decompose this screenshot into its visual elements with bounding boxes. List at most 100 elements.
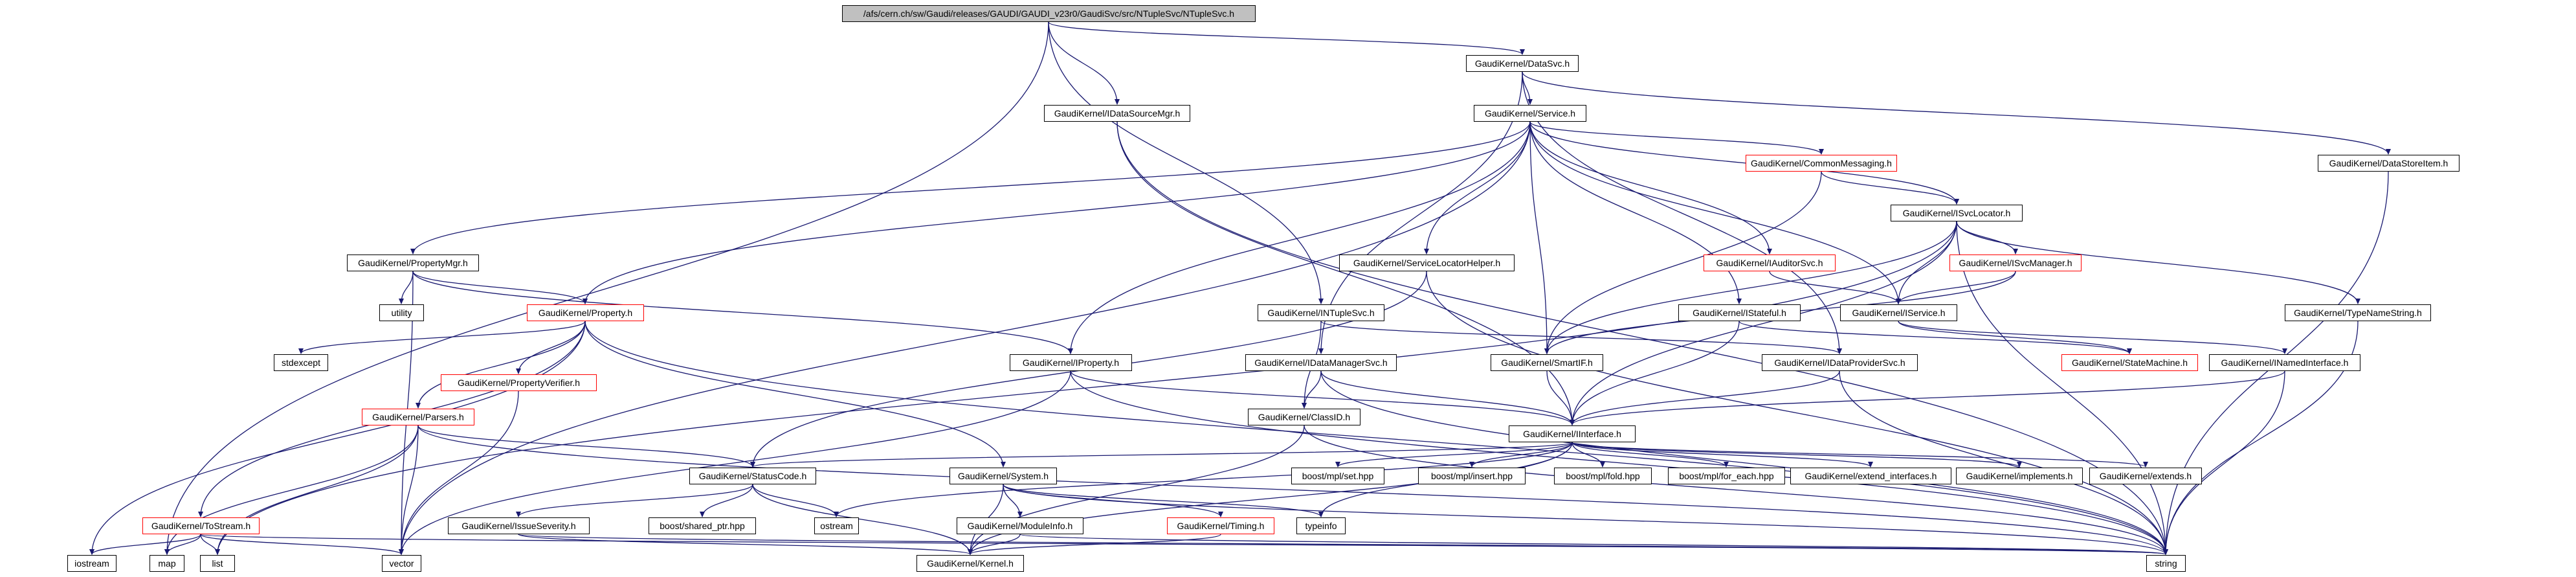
graph-edge-iproperty--iinterface — [1070, 370, 1575, 425]
graph-node-timing[interactable]: GaudiKernel/Timing.h — [1167, 517, 1274, 534]
graph-edge-main--intuplesvc — [1048, 21, 1324, 304]
graph-edge-servicelocatorhelper--string — [1426, 271, 2168, 555]
graph-edge-parsers--statuscode — [417, 425, 755, 468]
graph-node-idatasourcemgr[interactable]: GaudiKernel/IDataSourceMgr.h — [1044, 105, 1190, 122]
graph-edge-service--iproperty — [1068, 121, 1531, 354]
graph-edge-iservice--statemachine — [1898, 321, 2132, 354]
graph-node-extends[interactable]: GaudiKernel/extends.h — [2089, 468, 2202, 484]
graph-node-typenamestring[interactable]: GaudiKernel/TypeNameString.h — [2285, 304, 2431, 321]
graph-edge-iproperty--vector — [399, 370, 1071, 555]
graph-edge-service--servicelocatorhelper — [1424, 121, 1531, 255]
graph-edge-iproperty--string — [1070, 370, 2168, 555]
graph-edge-service--iauditorsvc — [1529, 121, 1772, 255]
graph-node-iservice[interactable]: GaudiKernel/IService.h — [1840, 304, 1957, 321]
graph-edge-classid--string — [1304, 425, 2168, 555]
graph-edge-system--moduleinfo — [1003, 484, 1023, 517]
graph-node-smartif[interactable]: GaudiKernel/SmartIF.h — [1491, 354, 1603, 371]
graph-edge-iinterface--mplforeach — [1571, 442, 1729, 468]
graph-node-propertymgr[interactable]: GaudiKernel/PropertyMgr.h — [347, 255, 479, 271]
graph-edge-service--smartif — [1529, 121, 1549, 354]
graph-edge-idatamanagersvc--classid — [1302, 370, 1322, 409]
graph-node-statuscode[interactable]: GaudiKernel/StatusCode.h — [689, 468, 816, 484]
graph-edge-moduleinfo--string — [1019, 534, 2168, 555]
graph-edge-commonmessaging--smartif — [1544, 171, 1822, 354]
graph-node-issueseverity[interactable]: GaudiKernel/IssueSeverity.h — [448, 517, 590, 534]
graph-edge-system--typeinfo — [1003, 484, 1324, 517]
graph-edge-isvclocator--iservice — [1896, 221, 1957, 304]
graph-edge-statuscode--sharedptr — [700, 484, 753, 517]
graph-edge-timing--kernel — [968, 534, 1221, 555]
graph-node-iproperty[interactable]: GaudiKernel/IProperty.h — [1010, 354, 1132, 371]
graph-node-intuplesvc[interactable]: GaudiKernel/INTupleSvc.h — [1258, 304, 1384, 321]
graph-node-moduleinfo[interactable]: GaudiKernel/ModuleInfo.h — [957, 517, 1083, 534]
graph-edge-tostream--vector — [200, 534, 404, 555]
graph-edge-iinterface--mplfold — [1571, 442, 1605, 468]
graph-edge-isvclocator--list — [215, 221, 1957, 555]
graph-node-idatamanagersvc[interactable]: GaudiKernel/IDataManagerSvc.h — [1245, 354, 1397, 371]
graph-node-tostream[interactable]: GaudiKernel/ToStream.h — [142, 517, 260, 534]
graph-node-service[interactable]: GaudiKernel/Service.h — [1474, 105, 1586, 122]
graph-node-property[interactable]: GaudiKernel/Property.h — [527, 304, 644, 321]
graph-edge-isvcmanager--iservice — [1896, 271, 2016, 304]
graph-edge-isvclocator--string — [1956, 221, 2168, 555]
graph-edge-inamedinterface--iinterface — [1570, 370, 2285, 425]
graph-edge-service--property — [583, 121, 1531, 304]
graph-edge-property--propertyverifier — [516, 321, 586, 374]
graph-node-mplinsert: boost/mpl/insert.hpp — [1418, 468, 1526, 484]
graph-node-idataprovidersvc[interactable]: GaudiKernel/IDataProviderSvc.h — [1762, 354, 1918, 371]
graph-edge-iinterface--implements — [1571, 442, 2022, 468]
graph-node-isvcmanager[interactable]: GaudiKernel/ISvcManager.h — [1949, 255, 2082, 271]
graph-edge-isvclocator--typenamestring — [1956, 221, 2360, 304]
graph-edge-service--propertymgr — [410, 121, 1531, 255]
graph-node-datastoreitem[interactable]: GaudiKernel/DataStoreItem.h — [2318, 155, 2459, 172]
graph-edge-istateful--statemachine — [1738, 321, 2132, 354]
graph-edge-iinterface--statuscode — [750, 442, 1573, 468]
graph-edge-statuscode--ostream — [752, 484, 839, 517]
graph-edge-idatamanagersvc--iinterface — [1320, 370, 1575, 425]
graph-edge-iinterface--extends — [1571, 442, 2148, 468]
graph-edge-propertyverifier--vector — [399, 390, 519, 555]
graph-node-isvclocator[interactable]: GaudiKernel/ISvcLocator.h — [1891, 205, 2023, 221]
graph-node-iinterface[interactable]: GaudiKernel/IInterface.h — [1509, 425, 1636, 442]
graph-node-kernel[interactable]: GaudiKernel/Kernel.h — [916, 555, 1024, 572]
graph-edge-property--string — [584, 321, 2168, 555]
graph-edge-datasvc--datastoreitem — [1522, 71, 2391, 155]
graph-node-extendinterfaces[interactable]: GaudiKernel/extend_interfaces.h — [1790, 468, 1951, 484]
graph-edge-system--string — [1003, 484, 2168, 555]
graph-node-typeinfo: typeinfo — [1296, 517, 1346, 534]
graph-node-propertyverifier[interactable]: GaudiKernel/PropertyVerifier.h — [441, 374, 597, 391]
graph-edge-property--iostream — [89, 321, 586, 555]
graph-node-iauditorsvc[interactable]: GaudiKernel/IAuditorSvc.h — [1704, 255, 1836, 271]
graph-edge-idataprovidersvc--iinterface — [1570, 370, 1840, 425]
graph-node-parsers[interactable]: GaudiKernel/Parsers.h — [362, 409, 474, 425]
graph-edge-iservice--inamedinterface — [1898, 321, 2287, 354]
graph-edge-isvclocator--iinterface — [1570, 221, 1957, 425]
graph-node-istateful[interactable]: GaudiKernel/IStateful.h — [1678, 304, 1801, 321]
graph-edge-issueseverity--string — [518, 534, 2168, 555]
graph-node-statemachine[interactable]: GaudiKernel/StateMachine.h — [2061, 354, 2198, 371]
graph-edge-issueseverity--kernel — [518, 534, 973, 555]
graph-edge-commonmessaging--isvclocator — [1821, 171, 1959, 205]
graph-node-inamedinterface[interactable]: GaudiKernel/INamedInterface.h — [2209, 354, 2360, 371]
graph-edge-iinterface--ostream — [834, 442, 1573, 517]
graph-edge-main--map — [164, 21, 1049, 555]
graph-node-datasvc[interactable]: GaudiKernel/DataSvc.h — [1466, 55, 1579, 72]
graph-node-vector: vector — [382, 555, 421, 572]
graph-node-implements[interactable]: GaudiKernel/implements.h — [1956, 468, 2083, 484]
graph-node-classid[interactable]: GaudiKernel/ClassID.h — [1248, 409, 1360, 425]
graph-edge-iinterface--mplset — [1335, 442, 1573, 468]
graph-node-servicelocatorhelper[interactable]: GaudiKernel/ServiceLocatorHelper.h — [1339, 255, 1515, 271]
graph-edge-parsers--string — [417, 425, 2168, 555]
graph-edge-main--idatasourcemgr — [1048, 21, 1120, 105]
graph-edge-datasvc--idataprovidersvc — [1522, 71, 1842, 354]
graph-node-map: map — [150, 555, 184, 572]
graph-node-list: list — [200, 555, 235, 572]
graph-node-system[interactable]: GaudiKernel/System.h — [949, 468, 1057, 484]
graph-edge-service--vector — [399, 121, 1531, 555]
graph-edge-property--stdexcept — [298, 321, 586, 354]
graph-node-sharedptr: boost/shared_ptr.hpp — [649, 517, 756, 534]
graph-edge-inamedinterface--string — [2163, 370, 2285, 555]
graph-edge-iinterface--mplinsert — [1469, 442, 1573, 468]
graph-node-commonmessaging[interactable]: GaudiKernel/CommonMessaging.h — [1746, 155, 1897, 172]
